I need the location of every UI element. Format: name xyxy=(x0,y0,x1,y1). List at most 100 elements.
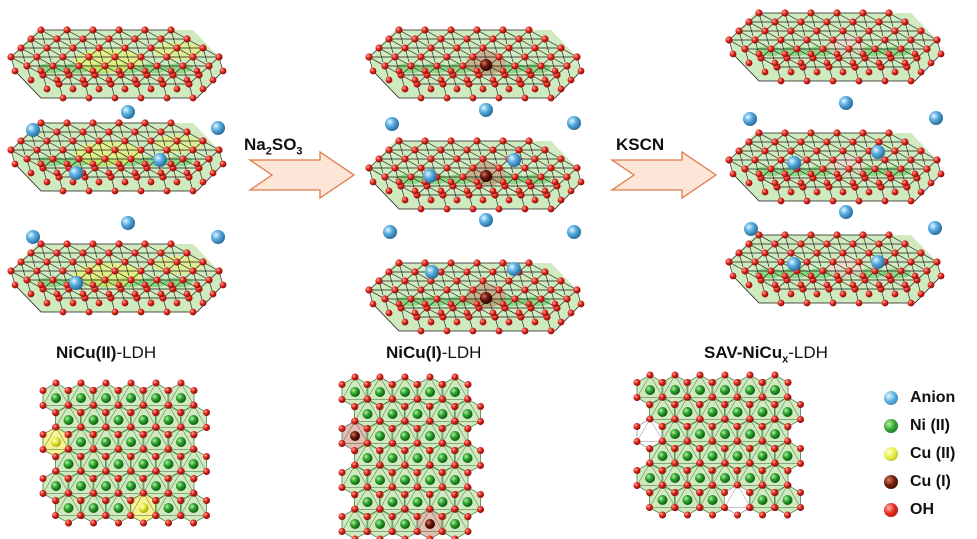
oh-atom xyxy=(59,53,67,61)
lattice-edge xyxy=(67,470,95,494)
oh-atom xyxy=(823,281,831,289)
oh-atom xyxy=(167,119,175,127)
stage-label-nicu-ii: NiCu(II)-LDH xyxy=(56,343,157,362)
oh-atom xyxy=(414,395,421,403)
lattice-edge xyxy=(155,448,182,472)
oh-atom xyxy=(537,173,545,181)
oh-atom xyxy=(463,146,471,154)
oh-atom xyxy=(364,395,371,403)
oh-atom xyxy=(139,431,147,438)
oh-atom xyxy=(102,497,109,504)
oh-atom xyxy=(95,299,103,307)
anion-atom xyxy=(121,105,135,119)
ni-atom xyxy=(707,451,718,461)
ni-atom xyxy=(682,495,693,505)
oh-atom xyxy=(849,240,857,248)
lattice-edge xyxy=(441,508,469,532)
cu-i-atom xyxy=(480,59,492,71)
oh-atom xyxy=(849,281,857,289)
oh-atom xyxy=(469,164,477,172)
lattice-edge xyxy=(366,508,394,532)
oh-atom xyxy=(77,497,84,504)
oh-atom xyxy=(865,249,873,257)
oh-atom xyxy=(696,371,704,379)
oh-atom xyxy=(823,138,831,146)
oh-atom xyxy=(115,119,123,127)
oh-atom xyxy=(759,511,766,519)
ni-atom xyxy=(770,385,780,395)
oh-atom xyxy=(401,505,409,513)
oh-atom xyxy=(39,431,47,438)
oh-atom xyxy=(451,373,459,381)
lattice-edge xyxy=(354,398,381,422)
oh-atom xyxy=(531,155,539,163)
oh-atom xyxy=(63,160,71,168)
oh-atom xyxy=(37,119,45,127)
lattice-edge xyxy=(14,70,224,99)
oh-atom xyxy=(427,155,435,163)
ni-atom xyxy=(732,407,743,417)
oh-atom xyxy=(413,469,421,476)
oh-atom xyxy=(203,424,210,431)
oh-atom xyxy=(105,35,113,43)
oh-atom xyxy=(140,401,147,409)
oh-atom xyxy=(375,277,383,285)
oh-atom xyxy=(871,165,879,173)
oh-atom xyxy=(525,300,533,308)
oh-atom xyxy=(39,402,47,409)
oh-atom xyxy=(917,249,925,257)
oh-atom xyxy=(27,169,35,177)
oh-atom xyxy=(39,490,47,497)
oh-atom xyxy=(891,147,899,155)
oh-atom xyxy=(819,267,827,275)
oh-atom xyxy=(573,286,581,294)
oh-atom xyxy=(845,165,853,173)
oh-atom xyxy=(917,188,925,196)
oh-atom xyxy=(364,439,371,447)
oh-atom xyxy=(819,165,827,173)
oh-atom xyxy=(755,231,763,239)
oh-atom xyxy=(77,467,85,475)
oh-atom xyxy=(453,196,461,204)
oh-atom xyxy=(17,137,25,145)
oh-atom xyxy=(551,300,559,308)
oh-atom xyxy=(567,309,575,317)
oh-atom xyxy=(797,240,805,248)
oh-atom xyxy=(531,318,539,326)
oh-atom xyxy=(385,268,393,276)
oh-atom xyxy=(567,187,575,195)
oh-atom xyxy=(43,258,51,266)
oh-atom xyxy=(819,45,827,53)
oh-atom xyxy=(855,258,863,266)
oh-atom xyxy=(401,447,408,454)
oh-atom xyxy=(443,53,451,61)
ni-atom xyxy=(113,503,124,513)
lattice-edge xyxy=(761,462,789,486)
oh-atom xyxy=(90,445,97,453)
oh-atom xyxy=(521,53,529,61)
ni-atom xyxy=(126,437,136,447)
oh-atom xyxy=(167,240,175,248)
oh-atom xyxy=(759,393,766,401)
oh-atom xyxy=(37,160,45,168)
oh-atom xyxy=(659,511,666,519)
lattice-edge xyxy=(42,382,70,406)
oh-atom xyxy=(833,50,841,58)
oh-atom xyxy=(907,299,915,307)
oh-atom xyxy=(784,423,792,430)
oh-atom xyxy=(547,164,555,172)
lattice-edge xyxy=(724,396,751,420)
oh-atom xyxy=(59,94,67,102)
anion-atom xyxy=(507,262,521,276)
oh-atom xyxy=(157,169,165,177)
oh-atom xyxy=(65,445,72,453)
oh-atom xyxy=(152,453,159,460)
top-view-lattices xyxy=(39,371,804,539)
oh-atom xyxy=(427,44,435,52)
oh-atom xyxy=(173,178,181,186)
oh-atom xyxy=(771,415,779,423)
oh-atom xyxy=(865,147,873,155)
oh-atom xyxy=(557,318,565,326)
oh-atom xyxy=(875,138,883,146)
oh-atom xyxy=(165,489,172,497)
